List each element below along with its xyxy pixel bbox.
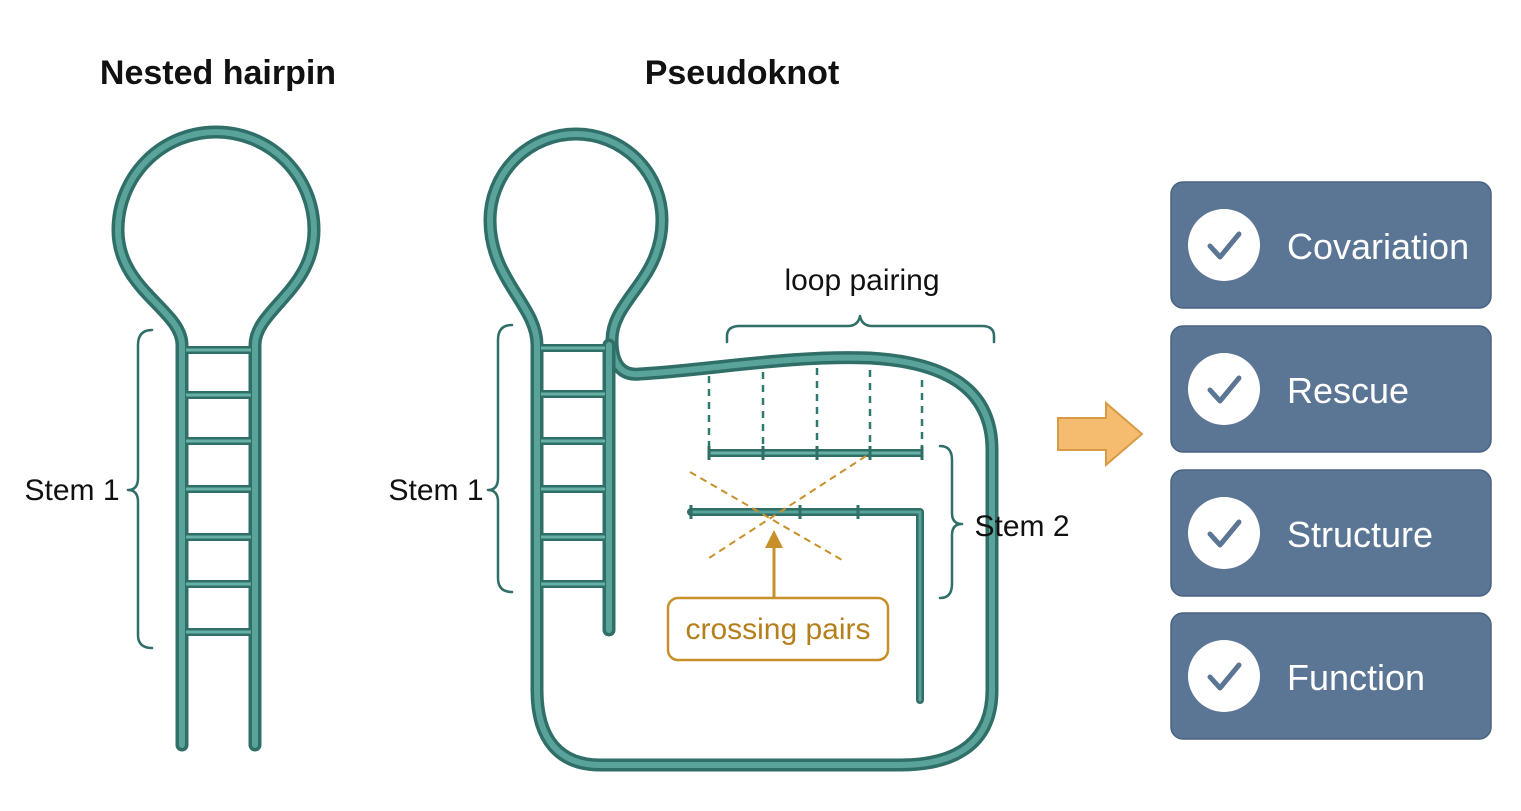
stem2-strand-lower xyxy=(687,505,924,704)
evidence-list: Covariation Rescue Structure Function xyxy=(1170,181,1492,740)
evidence-item-function: Function xyxy=(1170,612,1492,740)
check-icon xyxy=(1188,353,1260,425)
pseudoknot-title: Pseudoknot xyxy=(645,54,840,92)
callout-arrow xyxy=(765,530,783,600)
crossing-pairs-label: crossing pairs xyxy=(685,613,870,646)
nested-stem1-label: Stem 1 xyxy=(24,474,119,507)
stem2-label: Stem 2 xyxy=(974,510,1069,543)
evidence-label: Rescue xyxy=(1287,370,1409,411)
check-icon xyxy=(1188,640,1260,712)
nested-hairpin-strand xyxy=(111,125,321,752)
evidence-item-rescue: Rescue xyxy=(1170,325,1492,453)
evidence-item-structure: Structure xyxy=(1170,469,1492,597)
pseudoknot-strand xyxy=(483,127,999,772)
loop-pairing-bracket xyxy=(725,314,996,344)
stem2-strand-upper xyxy=(707,446,924,460)
check-icon xyxy=(1188,497,1260,569)
evidence-label: Covariation xyxy=(1287,226,1469,267)
pseudoknot-stem1-base-pairs xyxy=(541,344,605,588)
loop-pairing-dashes xyxy=(707,368,924,450)
check-icon xyxy=(1188,209,1260,281)
evidence-label: Function xyxy=(1287,657,1425,698)
crossing-pairs-callout xyxy=(666,596,890,662)
pseudoknot-stem1-bracket xyxy=(486,323,514,594)
stem1-base-pairs xyxy=(186,346,251,636)
evidence-label: Structure xyxy=(1287,514,1433,555)
pseudoknot-panel: Pseudoknot Stem 1 loop pairing xyxy=(388,54,1070,772)
evidence-item-covariation: Covariation xyxy=(1170,181,1492,309)
crossing-lines xyxy=(689,455,867,561)
stem1-bracket xyxy=(126,328,154,650)
nested-hairpin-title: Nested hairpin xyxy=(100,54,336,92)
pseudoknot-stem1-label: Stem 1 xyxy=(388,474,483,507)
stem2-bracket xyxy=(938,444,964,600)
right-arrow-icon xyxy=(1057,400,1144,468)
nested-hairpin-panel: Nested hairpin Stem 1 xyxy=(24,54,336,752)
loop-pairing-label: loop pairing xyxy=(784,264,939,297)
